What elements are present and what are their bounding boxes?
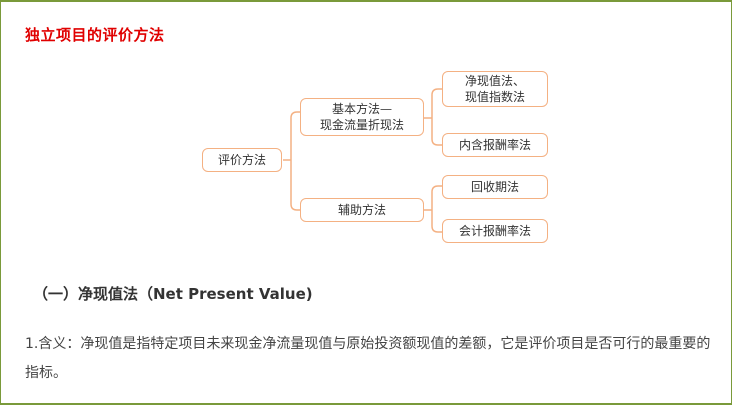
node-root: 评价方法: [202, 148, 282, 172]
node-payback: 回收期法: [442, 175, 548, 199]
node-label: 会计报酬率法: [458, 224, 531, 238]
node-label: 回收期法: [470, 180, 519, 194]
section-heading: （一）净现值法（Net Present Value): [33, 285, 313, 303]
method-tree-diagram: 评价方法 基本方法— 现金流量折现法 辅助方法 净现值法、 现值指数法 内含报酬…: [202, 71, 548, 243]
node-label: 内含报酬率法: [458, 138, 531, 152]
node-label: 评价方法: [217, 153, 266, 167]
node-auxiliary-method: 辅助方法: [300, 198, 424, 222]
node-irr: 内含报酬率法: [442, 133, 548, 157]
node-label: 辅助方法: [337, 203, 386, 217]
node-basic-method: 基本方法— 现金流量折现法: [300, 98, 424, 136]
node-label: 现金流量折现法: [319, 118, 404, 132]
node-arr: 会计报酬率法: [442, 219, 548, 243]
connector-lines: [283, 88, 442, 233]
node-npv-pi: 净现值法、 现值指数法: [442, 71, 548, 107]
node-label: 基本方法—: [331, 102, 392, 116]
node-label: 现值指数法: [464, 90, 525, 104]
definition-paragraph: 1.含义：净现值是指特定项目未来现金净流量现值与原始投资额现值的差额，它是评价项…: [25, 336, 711, 381]
node-label: 净现值法、: [464, 74, 525, 88]
page-title: 独立项目的评价方法: [25, 26, 165, 44]
